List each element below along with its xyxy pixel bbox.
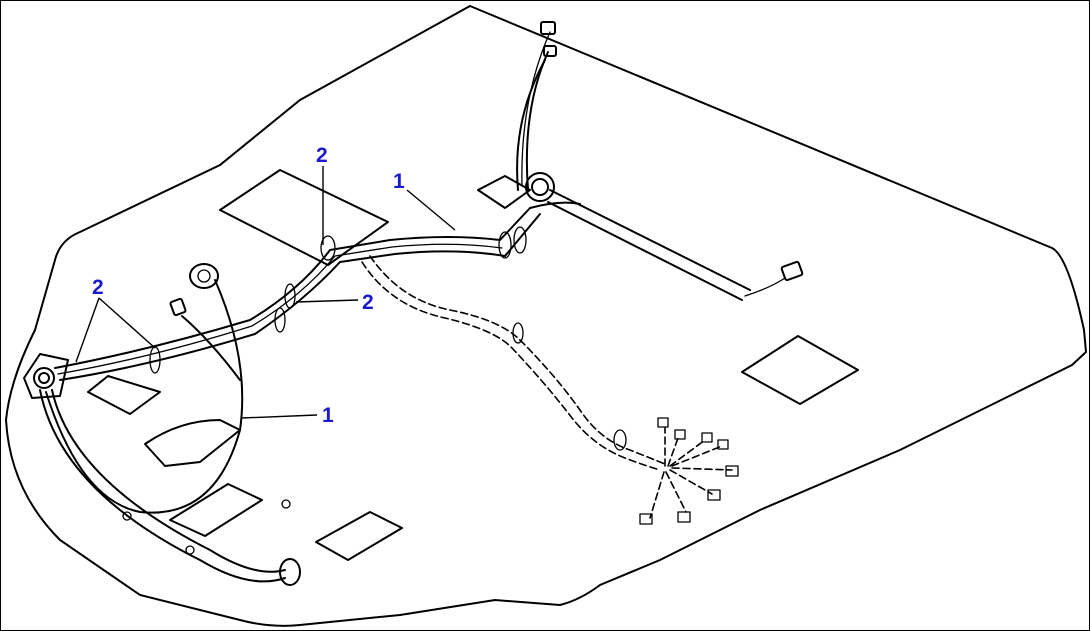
grommet-left <box>23 353 69 399</box>
leader-1-top <box>406 189 456 231</box>
callout-1-bottom: 1 <box>322 404 334 427</box>
callout-2-top: 2 <box>316 144 328 167</box>
panel-opening-3 <box>87 375 161 415</box>
callout-1-top: 1 <box>393 170 405 193</box>
callout-2-left: 2 <box>92 276 104 299</box>
callout-2-middle: 2 <box>362 291 374 314</box>
panel-opening-7 <box>477 175 531 209</box>
leader-2-left-a <box>75 297 100 363</box>
harness-branch-left-connector <box>169 297 241 381</box>
harness-branch-top <box>516 21 557 191</box>
harness-branch-right <box>547 189 804 301</box>
panel-opening-1 <box>219 169 389 266</box>
panel-opening-5 <box>169 483 263 537</box>
mount-hole-2 <box>122 511 132 521</box>
mount-hole-1 <box>281 499 291 509</box>
harness-dashed-branch <box>361 255 739 525</box>
floor-panel-outline <box>4 4 1088 627</box>
panel-opening-6 <box>315 511 403 561</box>
panel-opening-2 <box>741 335 859 405</box>
grommet-upper-right <box>525 172 555 202</box>
leader-2-middle <box>295 299 359 303</box>
leader-2-left-b <box>98 297 156 349</box>
leader-1-bottom <box>241 414 318 419</box>
harness-1-upper <box>54 201 581 381</box>
panel-opening-4 <box>144 419 241 467</box>
harness-1-lower <box>39 263 301 586</box>
